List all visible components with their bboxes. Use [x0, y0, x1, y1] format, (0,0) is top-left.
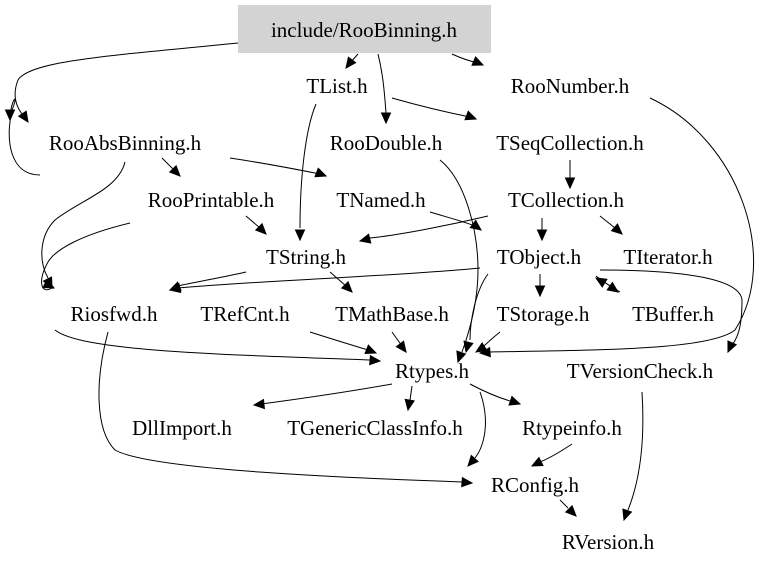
arrowhead-tnamed-to-tobject — [469, 219, 482, 231]
edge-rooabsbinning-to-tnamed — [229, 157, 321, 175]
node-tcollection[interactable]: TCollection.h — [508, 188, 625, 212]
edge-rtypes-to-dllimport — [261, 383, 393, 405]
edge-rooprintable-to-riosfwd — [41, 222, 131, 291]
edge-tcollection-to-tstring — [369, 215, 489, 239]
node-tnamed[interactable]: TNamed.h — [336, 188, 426, 212]
node-tversioncheck[interactable]: TVersionCheck.h — [567, 359, 714, 383]
edge-tbuffer-to-tobject — [603, 281, 621, 293]
node-roobinning[interactable]: include/RooBinning.h — [271, 18, 458, 42]
arrowhead-root-to-tlist — [345, 56, 357, 69]
arrowhead-tobject-to-trefcnt — [168, 282, 182, 294]
arrowhead-tstorage-to-rtypes — [474, 341, 488, 353]
edge-tcollection-to-titerator — [599, 215, 616, 229]
arrowhead-rooprintable-to-riosfwd — [42, 278, 56, 289]
node-rtypeinfo[interactable]: Rtypeinfo.h — [522, 416, 622, 440]
node-tlist[interactable]: TList.h — [306, 74, 368, 98]
node-tgenericclassinfo[interactable]: TGenericClassInfo.h — [287, 416, 463, 440]
node-tseqcollection[interactable]: TSeqCollection.h — [496, 131, 644, 155]
arrowhead-tobject-to-tversioncheck — [727, 340, 738, 354]
arrowhead-rtypes-to-tgenericclassinfo — [404, 398, 415, 412]
arrowhead-rooabsbinning-to-tnamed — [314, 167, 328, 178]
edge-tobject-to-rtypes — [469, 273, 489, 341]
edge-rtypes-to-tgenericclassinfo — [409, 385, 413, 401]
edge-tobject-to-tversioncheck — [599, 269, 743, 346]
edge-layer — [4, 42, 755, 522]
node-titerator[interactable]: TIterator.h — [623, 245, 713, 269]
node-riosfwd[interactable]: Riosfwd.h — [71, 302, 158, 326]
arrowhead-tbuffer-to-tobject — [594, 277, 608, 288]
edge-roodouble-to-rtypes — [439, 159, 479, 353]
arrowhead-rooabsbinning-to-rooprintable — [168, 164, 181, 177]
edge-trefcnt-to-rtypes — [309, 331, 369, 351]
node-rtypes[interactable]: Rtypes.h — [395, 359, 470, 383]
edge-root-to-rooabsbinning — [14, 42, 239, 117]
node-tbuffer[interactable]: TBuffer.h — [632, 302, 714, 326]
arrowhead-tlist-to-tseqcollection — [464, 110, 478, 121]
arrowhead-tobject-to-tstorage — [534, 285, 546, 298]
edge-riosfwd-to-rconfig — [98, 331, 463, 483]
edge-tstring-to-tmathbase — [329, 271, 347, 287]
root-node-highlight — [238, 5, 491, 53]
edge-root-to-roodouble — [377, 53, 387, 114]
arrowhead-tlist-to-tstring — [294, 229, 306, 242]
arrowhead-rooabsbinning-to-rtypes — [4, 109, 16, 122]
edge-rtypes-to-rconfig — [474, 391, 486, 459]
edge-rtypeinfo-to-rconfig — [539, 443, 573, 463]
arrowhead-riosfwd-to-rconfig — [461, 476, 474, 488]
arrowhead-rtypes-to-rconfig — [467, 454, 479, 467]
arrowhead-tobject-to-rtypes — [463, 340, 474, 354]
arrowhead-tcollection-to-tstring — [358, 233, 372, 244]
edge-rconfig-to-rversion — [559, 499, 569, 509]
node-rversion[interactable]: RVersion.h — [562, 530, 655, 554]
arrowhead-tstring-to-tmathbase — [340, 280, 353, 293]
arrowhead-tcollection-to-titerator — [610, 223, 623, 235]
edge-rooprintable-to-tstring — [245, 215, 261, 229]
node-tmathbase[interactable]: TMathBase.h — [335, 302, 449, 326]
node-tobject[interactable]: TObject.h — [497, 245, 582, 269]
edge-roonumber-to-rtypes — [489, 97, 755, 353]
edge-tstring-to-trefcnt — [177, 271, 247, 287]
arrowhead-root-to-roodouble — [380, 112, 392, 125]
node-dllimport[interactable]: DllImport.h — [132, 416, 232, 440]
arrowhead-rtypes-to-dllimport — [252, 398, 265, 410]
node-roonumber[interactable]: RooNumber.h — [511, 74, 630, 98]
edge-tstorage-to-rtypes — [481, 331, 501, 349]
arrowhead-rtypeinfo-to-rconfig — [530, 456, 544, 467]
node-tstring[interactable]: TString.h — [266, 245, 346, 269]
edge-rooabsbinning-to-riosfwd — [41, 161, 126, 279]
edge-tlist-to-tstring — [299, 103, 317, 229]
edge-tobject-to-trefcnt — [177, 267, 481, 289]
node-rconfig[interactable]: RConfig.h — [491, 473, 580, 497]
arrowhead-tversioncheck-to-rversion — [622, 508, 633, 522]
arrowhead-root-to-rooabsbinning — [17, 110, 29, 124]
node-roodouble[interactable]: RooDouble.h — [330, 131, 443, 155]
node-rooabsbinning[interactable]: RooAbsBinning.h — [49, 131, 202, 155]
arrowhead-rooprintable-to-tstring — [254, 222, 267, 235]
node-trefcnt[interactable]: TRefCnt.h — [200, 302, 290, 326]
node-rooprintable[interactable]: RooPrintable.h — [148, 188, 275, 212]
edge-rooabsbinning-to-rooprintable — [161, 157, 175, 171]
edge-rtypes-to-rtypeinfo — [469, 383, 511, 402]
arrowhead-root-to-roonumber — [471, 56, 485, 66]
arrowhead-riosfwd-to-rtypes — [369, 354, 382, 366]
edge-tversioncheck-to-rversion — [627, 391, 644, 511]
arrowhead-rtypes-to-rtypeinfo — [508, 395, 522, 406]
node-tstorage[interactable]: TStorage.h — [497, 302, 590, 326]
arrowhead-tseqcollection-to-tcollection — [564, 177, 576, 190]
arrowhead-rconfig-to-rversion — [564, 504, 577, 517]
arrowhead-tmathbase-to-rtypes — [395, 340, 407, 353]
arrowhead-tcollection-to-tobject — [536, 229, 548, 242]
arrowhead-trefcnt-to-rtypes — [364, 344, 378, 354]
edge-tlist-to-tseqcollection — [391, 97, 471, 118]
arrowhead-roodouble-to-rtypes — [456, 350, 467, 364]
node-layer: include/RooBinning.h TList.h RooNumber.h… — [49, 5, 714, 554]
edge-riosfwd-to-rtypes — [54, 329, 371, 361]
